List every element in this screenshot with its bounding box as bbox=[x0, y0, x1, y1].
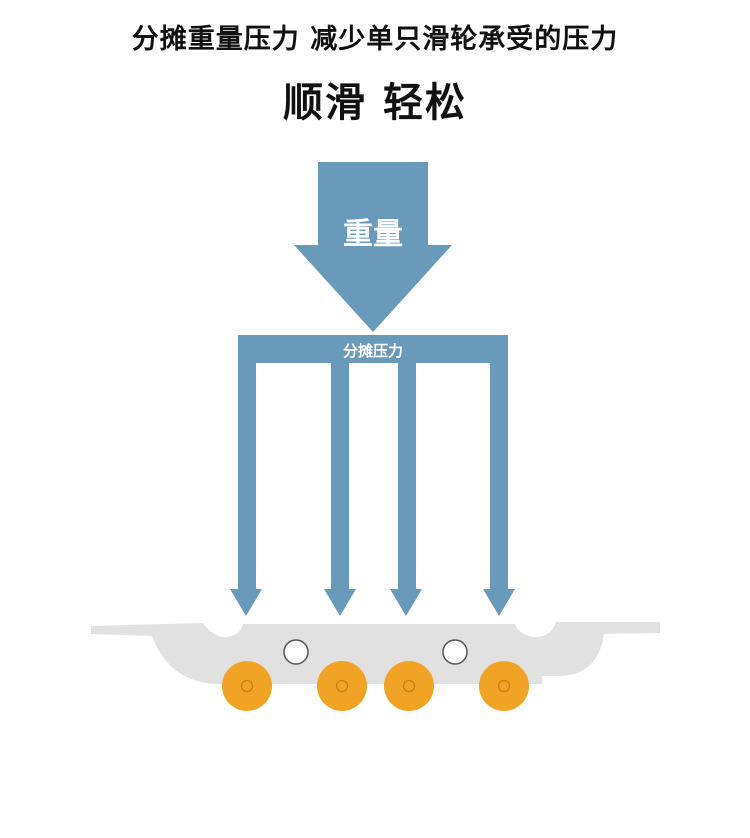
down-arrow-icon bbox=[483, 363, 515, 616]
subtitle: 分摊重量压力 减少单只滑轮承受的压力 bbox=[131, 24, 619, 55]
rail-track bbox=[91, 622, 660, 684]
page-title: 顺滑 轻松 bbox=[283, 80, 467, 126]
wheel-icon bbox=[317, 661, 367, 711]
rail-hole bbox=[283, 639, 309, 665]
weight-arrow-icon: 重量 bbox=[294, 162, 452, 332]
wheel-icon bbox=[222, 661, 272, 711]
down-arrow-icon bbox=[390, 363, 422, 616]
wheel-icon bbox=[479, 661, 529, 711]
down-arrow-icon bbox=[324, 363, 356, 616]
wheel-icon bbox=[384, 661, 434, 711]
weight-label: 重量 bbox=[343, 217, 403, 252]
down-arrow-icon bbox=[230, 363, 262, 616]
rail-hole bbox=[442, 639, 468, 665]
distribution-bar: 分摊压力 bbox=[238, 335, 508, 363]
distribute-label: 分摊压力 bbox=[343, 342, 403, 360]
